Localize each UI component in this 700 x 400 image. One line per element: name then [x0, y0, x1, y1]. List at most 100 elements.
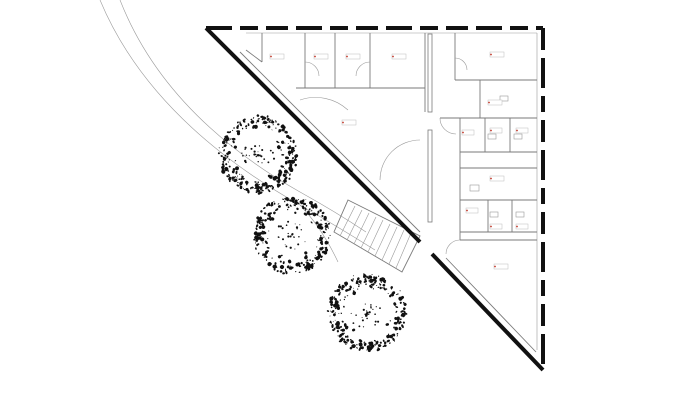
leaf-mark — [246, 189, 248, 191]
leaf-mark — [291, 149, 294, 154]
leaf-mark — [317, 210, 320, 214]
leaf-mark — [293, 158, 297, 162]
leaf-mark — [356, 343, 358, 346]
leaf-mark — [267, 185, 270, 188]
leaf-mark — [361, 317, 363, 318]
leaf-mark — [373, 339, 377, 342]
leaf-mark — [250, 118, 253, 121]
leaf-mark — [255, 155, 257, 158]
leaf-mark — [325, 241, 329, 245]
leaf-mark — [287, 136, 291, 139]
leaf-mark — [229, 131, 232, 133]
leaf-mark — [304, 251, 308, 255]
leaf-mark — [365, 313, 368, 316]
leaf-mark — [327, 227, 330, 229]
room-tag — [313, 53, 329, 60]
leaf-mark — [280, 124, 284, 128]
leaf-mark — [332, 321, 334, 323]
leaf-mark — [389, 342, 391, 344]
leaf-mark — [247, 123, 250, 125]
leaf-mark — [284, 167, 286, 169]
leaf-mark — [389, 294, 392, 298]
leaf-mark — [260, 216, 262, 218]
leaf-mark — [284, 142, 286, 144]
leaf-mark — [306, 210, 310, 215]
leaf-mark — [367, 277, 370, 280]
leaf-mark — [325, 246, 328, 250]
leaf-mark — [357, 288, 359, 290]
leaf-mark — [327, 222, 330, 225]
leaf-mark — [252, 117, 255, 119]
leaf-mark — [392, 291, 394, 294]
leaf-mark — [396, 335, 398, 337]
leaf-mark — [306, 262, 311, 267]
leaf-mark — [224, 154, 227, 157]
leaf-mark — [310, 209, 313, 211]
leaf-mark — [231, 145, 233, 147]
leaf-mark — [277, 255, 282, 259]
leaf-mark — [382, 287, 384, 289]
leaf-mark — [232, 168, 236, 171]
leaf-mark — [387, 293, 389, 295]
leaf-mark — [265, 250, 270, 253]
leaf-mark — [294, 223, 296, 225]
leaf-mark — [264, 219, 267, 222]
leaf-mark — [256, 216, 260, 220]
leaf-mark — [334, 300, 339, 305]
entrance-stair — [333, 199, 421, 273]
leaf-mark — [233, 145, 238, 149]
leaf-mark — [369, 284, 373, 289]
room-tag — [391, 53, 407, 60]
leaf-mark — [227, 150, 231, 155]
leaf-mark — [236, 130, 241, 133]
leaf-mark — [370, 304, 372, 306]
leaf-mark — [289, 173, 291, 176]
leaf-mark — [239, 121, 241, 124]
leaf-mark — [365, 310, 368, 312]
leaf-mark — [259, 224, 262, 226]
leaf-mark — [351, 328, 356, 332]
leaf-mark — [254, 181, 257, 183]
leaf-mark — [287, 220, 290, 223]
leaf-mark — [372, 308, 374, 311]
leaf-mark — [333, 296, 336, 298]
exterior-walls — [204, 26, 545, 372]
leaf-mark — [348, 287, 352, 291]
leaf-mark — [343, 338, 346, 341]
leaf-mark — [234, 159, 237, 162]
leaf-mark — [281, 182, 284, 185]
leaf-mark — [373, 276, 376, 279]
leaf-mark — [268, 212, 272, 215]
leaf-mark — [231, 176, 236, 179]
leaf-mark — [270, 121, 272, 123]
leaf-mark — [350, 279, 354, 282]
leaf-mark — [258, 184, 261, 186]
leaf-mark — [345, 289, 349, 292]
leaf-mark — [306, 259, 309, 262]
leaf-mark — [253, 124, 258, 129]
leaf-mark — [352, 291, 356, 296]
leaf-mark — [396, 316, 400, 321]
leaf-mark — [289, 266, 293, 270]
leaf-mark — [358, 285, 360, 288]
leaf-mark — [339, 291, 341, 294]
leaf-mark — [261, 182, 266, 187]
leaf-mark — [340, 325, 342, 328]
leaf-mark — [225, 163, 228, 166]
leaf-mark — [302, 263, 305, 266]
leaf-mark — [395, 310, 398, 313]
leaf-mark — [321, 211, 325, 215]
leaf-mark — [358, 347, 361, 351]
leaf-mark — [267, 262, 272, 267]
leaf-mark — [228, 176, 232, 181]
leaf-mark — [287, 146, 292, 150]
leaf-mark — [305, 268, 308, 272]
leaf-mark — [270, 185, 272, 186]
leaf-mark — [371, 283, 375, 286]
leaf-mark — [220, 152, 222, 154]
leaf-mark — [316, 213, 319, 216]
leaf-mark — [258, 225, 262, 229]
leaf-mark — [250, 120, 255, 124]
leaf-mark — [399, 289, 401, 292]
leaf-mark — [236, 184, 240, 187]
